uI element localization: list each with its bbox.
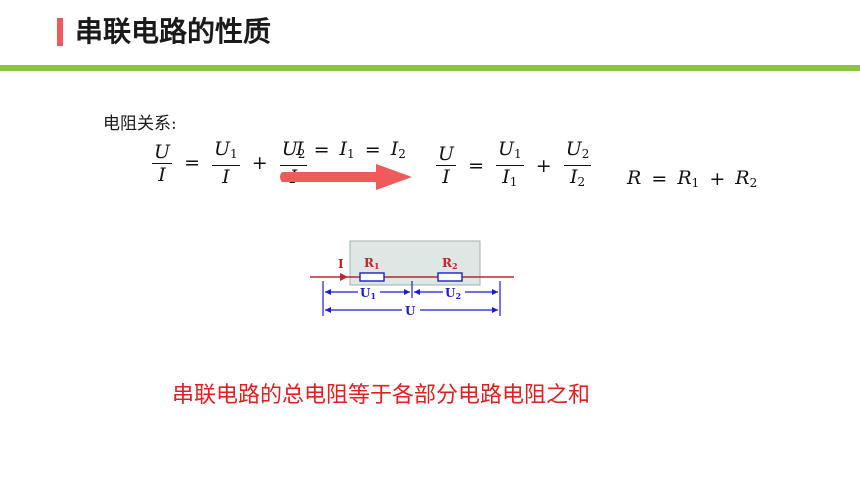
u-label: U: [405, 304, 416, 318]
frac-u1-over-i: U1 I: [212, 138, 240, 188]
frac-num: U: [154, 140, 171, 163]
resistor-r1: [359, 272, 385, 282]
dimension-arrowheads: [325, 289, 498, 313]
r1-label: R1: [364, 256, 380, 271]
plus-sign: +: [251, 152, 268, 174]
series-circuit-diagram: I R1 R2 U1 U2 U: [310, 240, 514, 318]
frac-den: I: [212, 165, 240, 188]
frac-den: I1: [496, 165, 524, 193]
u1-label: U1: [360, 286, 376, 301]
frac-num: U2: [565, 138, 590, 161]
section-label: 电阻关系:: [103, 114, 177, 134]
current-label: I: [338, 257, 344, 271]
page-title: 串联电路的性质: [75, 15, 272, 48]
frac-den: I2: [563, 165, 592, 193]
frac-num: U1: [214, 138, 238, 161]
title-accent-bar: [57, 18, 63, 46]
conclusion-text: 串联电路的总电阻等于各部分电路电阻之和: [172, 383, 591, 408]
right-arrow-icon: [280, 164, 412, 190]
resistance-relation: R = R1 + R2: [627, 167, 758, 190]
current-condition: I = I1 = I2: [296, 138, 406, 161]
frac-u-over-i: U I: [436, 143, 457, 188]
equals-sign: =: [468, 154, 484, 177]
plus-sign: +: [535, 154, 552, 177]
formula-left: U I = U1 I + U2 I: [150, 138, 309, 188]
frac-u1-over-i1: U1 I1: [496, 138, 524, 193]
frac-u-over-i: U I: [152, 140, 173, 186]
title-divider: [0, 65, 860, 71]
r2-label: R2: [442, 256, 458, 271]
u2-label: U2: [445, 286, 461, 301]
frac-num: U1: [498, 138, 522, 161]
frac-den: I: [152, 162, 173, 186]
frac-u2-over-i2: U2 I2: [563, 138, 592, 193]
current-arrow-icon: [340, 273, 348, 281]
equals-sign: =: [184, 152, 200, 174]
frac-num: U: [438, 143, 455, 165]
frac-num: U2: [281, 138, 306, 161]
formula-right: U I = U1 I1 + U2 I2: [434, 138, 593, 193]
frac-den: I: [436, 165, 457, 188]
resistor-r2: [437, 272, 463, 282]
